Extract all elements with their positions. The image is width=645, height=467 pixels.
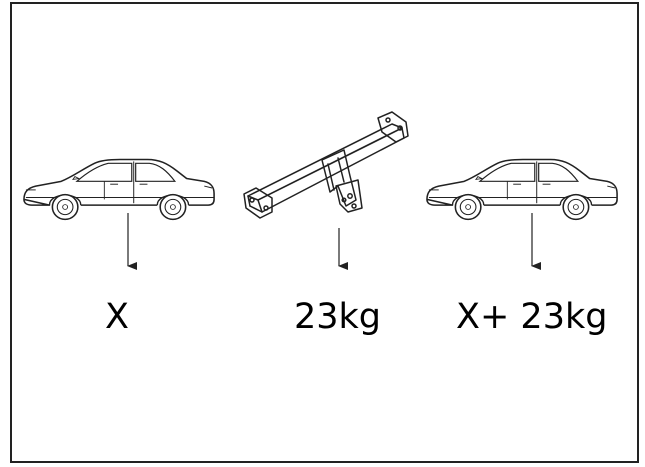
diagram-frame: [10, 2, 639, 463]
total-weight-label: X+ 23kg: [456, 297, 608, 337]
car-icon-right: [426, 158, 618, 221]
car-weight-label: X: [105, 297, 129, 337]
towbar-icon: [243, 111, 409, 219]
car-icon-left: [23, 158, 215, 221]
towbar-weight-label: 23kg: [294, 297, 382, 337]
